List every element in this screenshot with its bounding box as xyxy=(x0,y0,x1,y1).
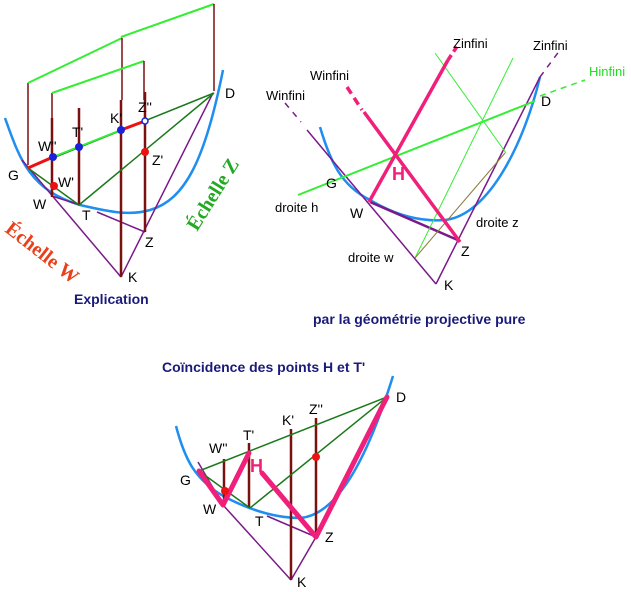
panel-coincidence: Coïncidence des points H et T' xyxy=(162,359,406,590)
label-w: W xyxy=(33,196,47,212)
label-k-prime: K' xyxy=(282,412,294,428)
label-z-double: Z'' xyxy=(138,99,152,115)
label-w-double: W'' xyxy=(209,440,228,456)
label-zinfini-2: Zinfini xyxy=(533,38,568,53)
scale-frames xyxy=(27,3,215,165)
label-h: H xyxy=(250,456,263,476)
point-z-double xyxy=(141,117,149,125)
label-winfini-2: Winfini xyxy=(266,88,305,103)
label-z-double: Z'' xyxy=(309,401,323,417)
caption-coincidence: Coïncidence des points H et T' xyxy=(162,359,365,375)
tangent-lines xyxy=(284,49,561,285)
label-k: K xyxy=(297,574,307,590)
label-k-prime: K' xyxy=(110,110,122,126)
droite-h-line xyxy=(297,100,536,196)
point-w-prime xyxy=(50,182,58,190)
h-construction-lines xyxy=(345,44,462,244)
parabola-curve xyxy=(3,69,225,215)
h-construction-lines xyxy=(196,394,390,540)
label-t: T xyxy=(82,207,91,223)
label-z: Z xyxy=(325,529,334,545)
parabola-curve xyxy=(318,76,542,222)
label-d: D xyxy=(396,389,406,405)
label-z-prime: Z' xyxy=(152,152,163,168)
label-t: T xyxy=(255,513,264,529)
caption-explication: Explication xyxy=(74,291,149,307)
label-droite-w: droite w xyxy=(348,250,394,265)
label-k: K xyxy=(444,277,454,293)
label-w: W xyxy=(203,501,217,517)
point-z-prime xyxy=(312,453,320,461)
parabola-curve xyxy=(174,375,395,520)
caption-projective: par la géométrie projective pure xyxy=(313,311,526,327)
label-d: D xyxy=(225,85,235,101)
point-w-double xyxy=(49,153,57,161)
label-z: Z xyxy=(461,243,470,259)
panel-explication: G W T Z K D W' W'' T' K' Z'' Z' Échelle … xyxy=(1,3,244,307)
label-winfini-1: Winfini xyxy=(310,68,349,83)
label-g: G xyxy=(8,167,19,183)
label-droite-z: droite z xyxy=(476,215,519,230)
label-z: Z xyxy=(145,234,154,250)
label-g: G xyxy=(180,472,191,488)
label-g: G xyxy=(326,175,337,191)
point-w-prime xyxy=(221,487,229,495)
label-zinfini-1: Zinfini xyxy=(453,36,488,51)
label-k: K xyxy=(128,269,138,285)
label-hinfini: Hinfini xyxy=(589,64,625,79)
panel-projective: Winfini Winfini Zinfini Zinfini Hinfini … xyxy=(266,36,625,327)
label-droite-h: droite h xyxy=(275,200,318,215)
label-h: H xyxy=(392,164,405,184)
label-d: D xyxy=(541,93,551,109)
label-echelle-w: Échelle W xyxy=(1,217,84,289)
label-t-prime: T' xyxy=(72,124,83,140)
point-k-prime xyxy=(117,126,125,134)
construction-lines xyxy=(414,52,514,259)
label-echelle-z: Échelle Z xyxy=(182,154,244,234)
label-w-prime: W' xyxy=(58,174,74,190)
label-w: W xyxy=(350,205,364,221)
point-z-prime xyxy=(141,148,149,156)
label-t-prime: T' xyxy=(243,427,254,443)
point-t-prime xyxy=(75,143,83,151)
label-w-double: W'' xyxy=(38,138,57,154)
